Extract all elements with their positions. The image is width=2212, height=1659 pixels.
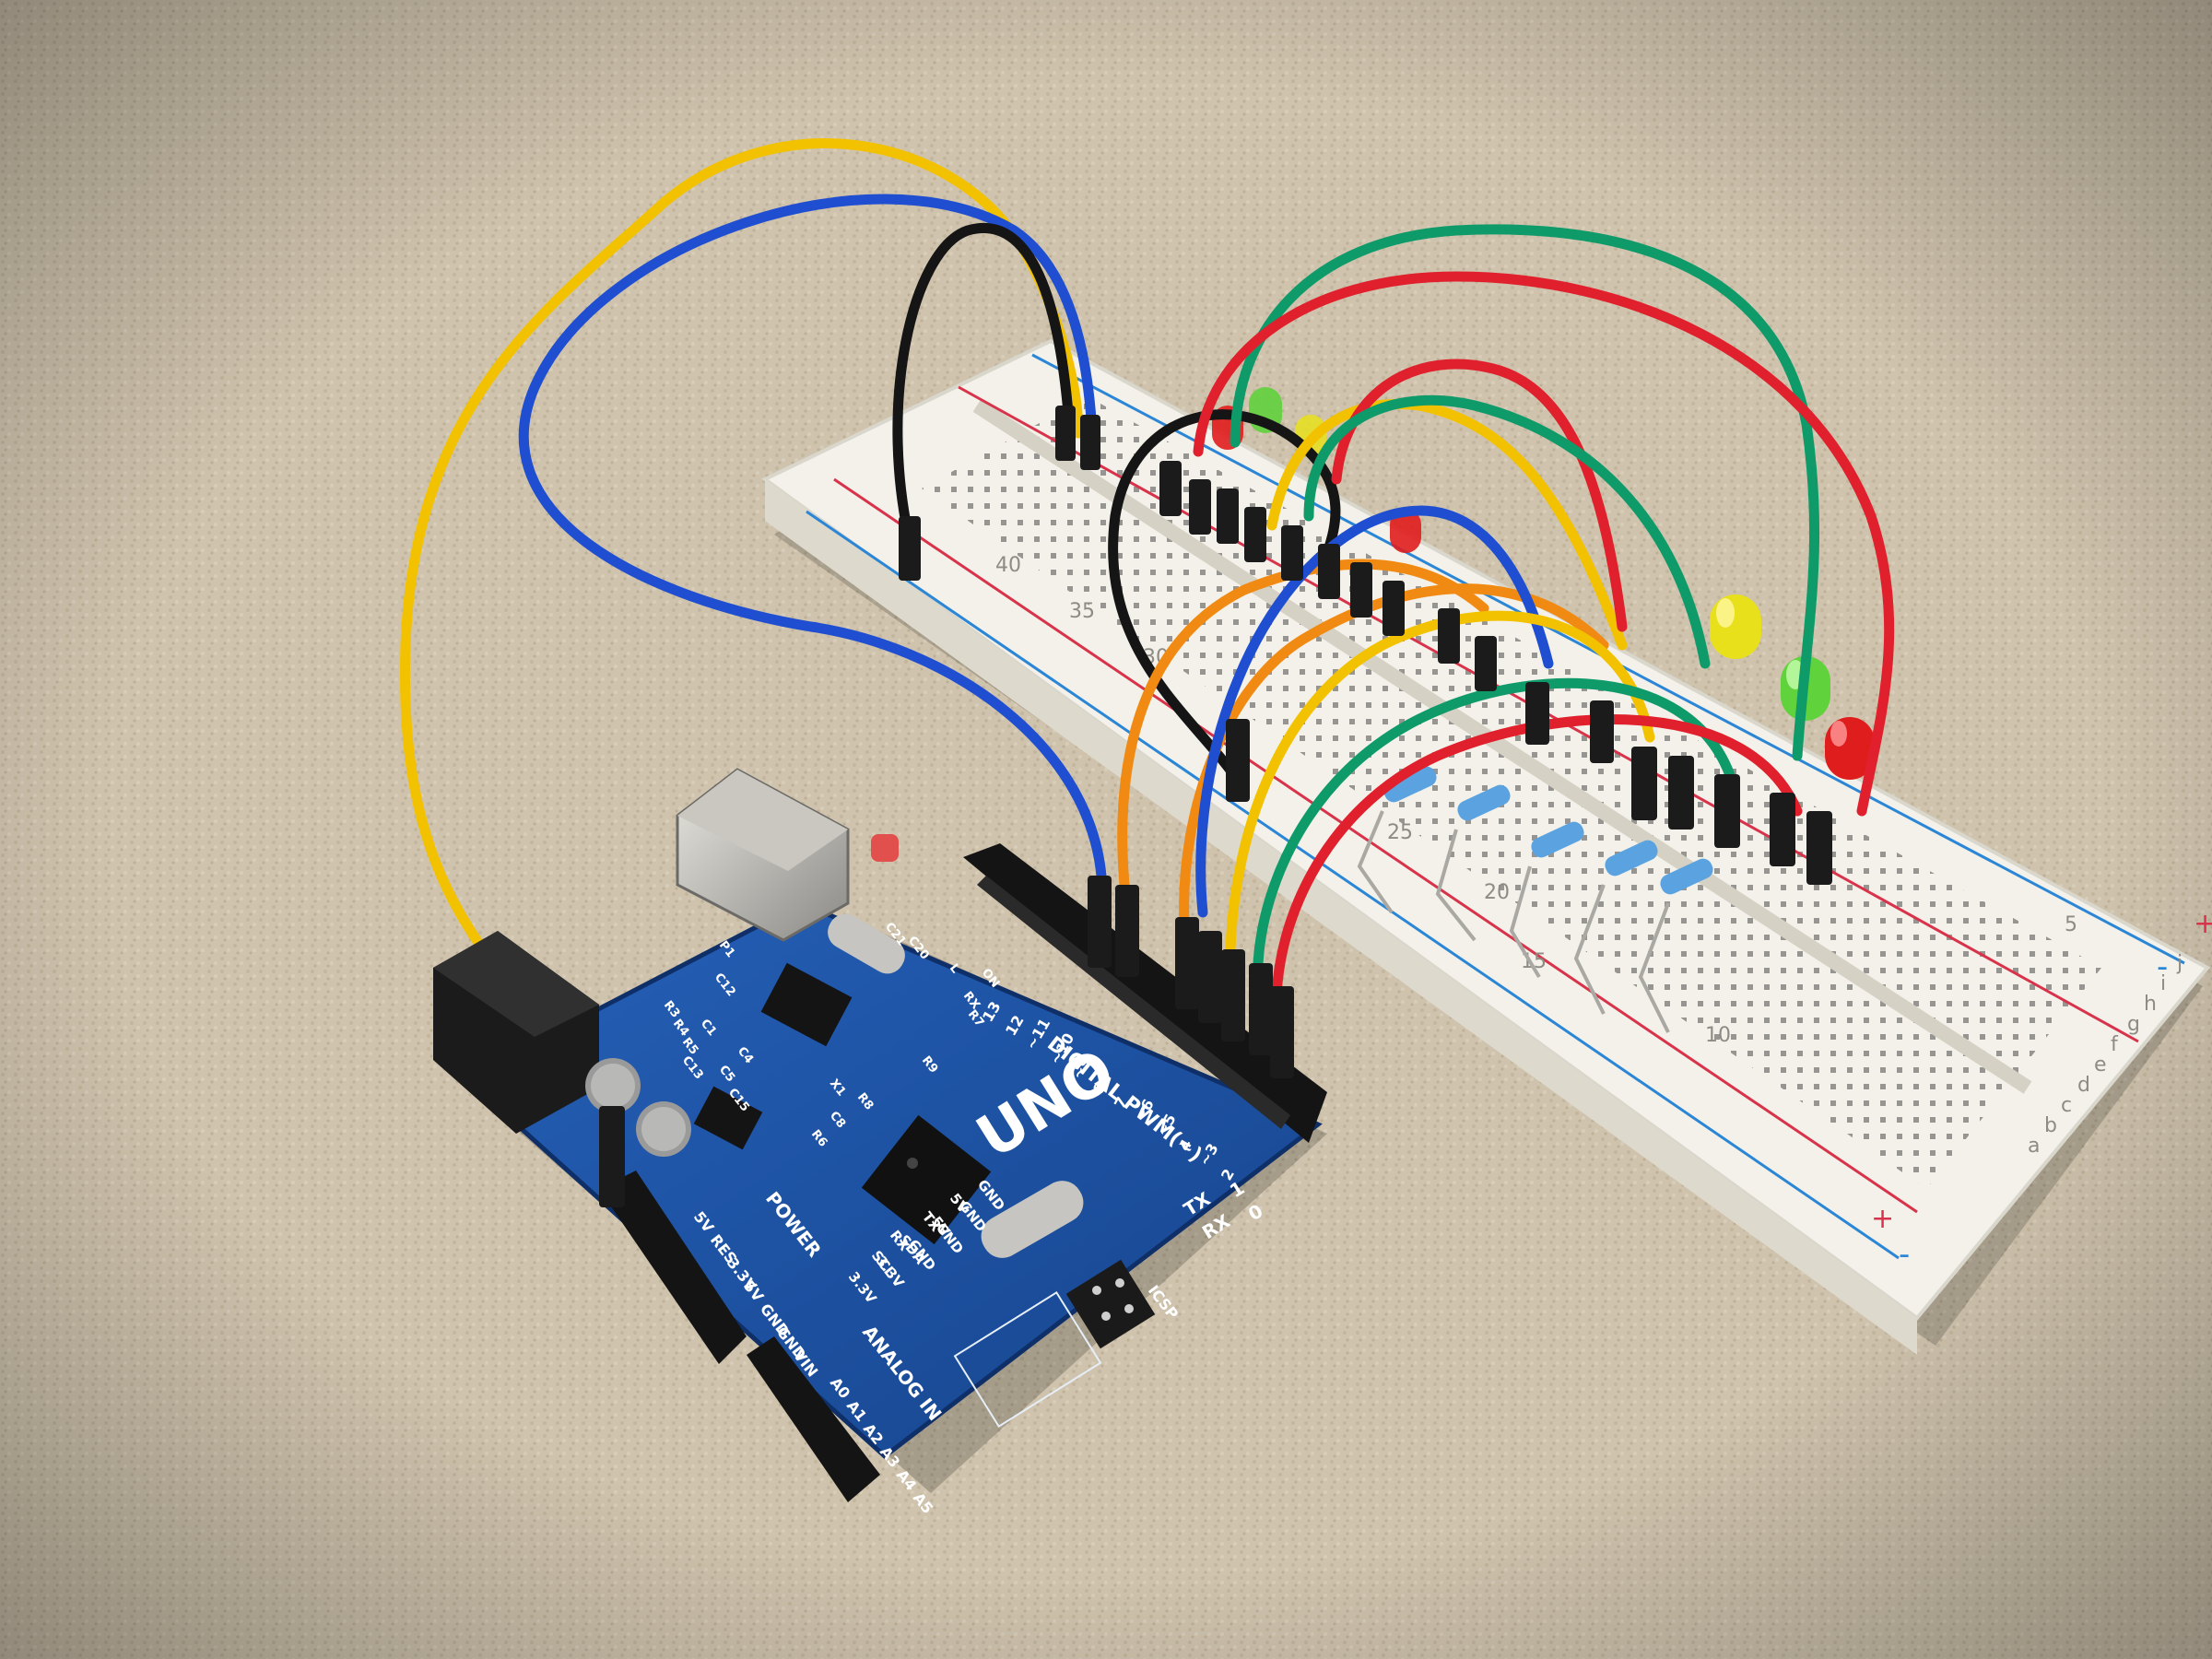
resistors: [1357, 766, 1713, 1033]
column-letter: a: [2028, 1135, 2040, 1158]
power-header: [599, 1171, 747, 1364]
resistor: [1573, 840, 1658, 1015]
breadboard-side: [765, 479, 1917, 1355]
column-letter: h: [2144, 993, 2157, 1016]
wire-red-arch-2: [1331, 359, 1628, 632]
wire-blue-short: [1195, 505, 1554, 918]
resistor: [1638, 858, 1713, 1033]
rail-line-blue-left: [806, 510, 1900, 1260]
row-number: 5: [2065, 913, 2077, 936]
column-letter: g: [2127, 1013, 2140, 1036]
crystal-oscillator-main: [981, 1181, 1084, 1258]
led-red: [1825, 717, 1875, 780]
rail-plus-label-bottom: +: [1871, 1203, 1894, 1235]
wire-orange-1: [1117, 559, 1489, 890]
voltage-regulator: [693, 1086, 763, 1150]
analog-header: [747, 1336, 880, 1502]
rail-minus-label: -: [2157, 948, 2168, 985]
led-yellow: [1710, 594, 1761, 659]
jumper-connectors: [899, 406, 1832, 885]
jumper-wires: [399, 138, 1895, 1125]
wire-red-short: [1271, 714, 1803, 1001]
rail-minus-label-bottom: -: [1899, 1236, 1910, 1273]
arduino-uno-board: UNO DIGITAL PWM(~) TX 1 RX 0 13 12 ~11 ~…: [433, 768, 1327, 1517]
column-letter: e: [2094, 1053, 2107, 1077]
row-number: 20: [1484, 881, 1510, 904]
column-letter: b: [2044, 1114, 2057, 1137]
bottom-pad-grid: [953, 1291, 1102, 1428]
wire-green-short: [1253, 677, 1738, 969]
breadboard-column-letters: a b c d e f g h i j: [2028, 952, 2183, 1158]
atmega-chip: [861, 1114, 992, 1245]
column-letter: i: [2160, 972, 2166, 995]
digital-header: [963, 843, 1327, 1143]
led-red: [1390, 509, 1421, 553]
wire-black-short: [892, 223, 1075, 559]
capacitor: [585, 1058, 641, 1113]
resistor: [1357, 766, 1437, 914]
wire-blue-long: [518, 194, 1107, 881]
power-jack: [433, 931, 599, 1134]
wire-green-arch-2: [1303, 394, 1711, 669]
wire-red-arch: [1193, 271, 1895, 817]
header-jumper-pins: [599, 876, 1294, 1207]
wire-black-gnd: [1108, 409, 1341, 789]
rail-line-red-left: [833, 477, 1918, 1214]
row-number: 25: [1387, 821, 1413, 844]
row-number: 10: [1705, 1024, 1731, 1047]
atmega-dot: [907, 1158, 918, 1169]
column-letter: c: [2061, 1094, 2072, 1117]
row-number: 40: [995, 554, 1021, 577]
wire-yellow-short: [1225, 610, 1655, 955]
resistor: [1509, 821, 1584, 979]
usb-chip: [760, 962, 853, 1047]
wire-green-arch: [1230, 224, 1820, 761]
reset-button: [871, 834, 899, 862]
rail-plus-label: +: [2194, 908, 2212, 940]
breadboard-center-gap: [972, 399, 2032, 1094]
capacitor: [636, 1101, 691, 1157]
breadboard-holes: [922, 396, 2101, 1189]
column-letter: f: [2111, 1033, 2119, 1056]
column-letter: d: [2077, 1074, 2090, 1097]
resistor: [1435, 784, 1511, 942]
row-number: 35: [1069, 600, 1095, 623]
icsp-header: [1065, 1259, 1156, 1349]
crystal-oscillator: [828, 913, 905, 974]
leds: [1212, 387, 1875, 780]
column-letter: j: [2176, 952, 2183, 975]
usb-connector: [676, 768, 850, 942]
wire-yellow-arch-2: [1266, 399, 1628, 651]
